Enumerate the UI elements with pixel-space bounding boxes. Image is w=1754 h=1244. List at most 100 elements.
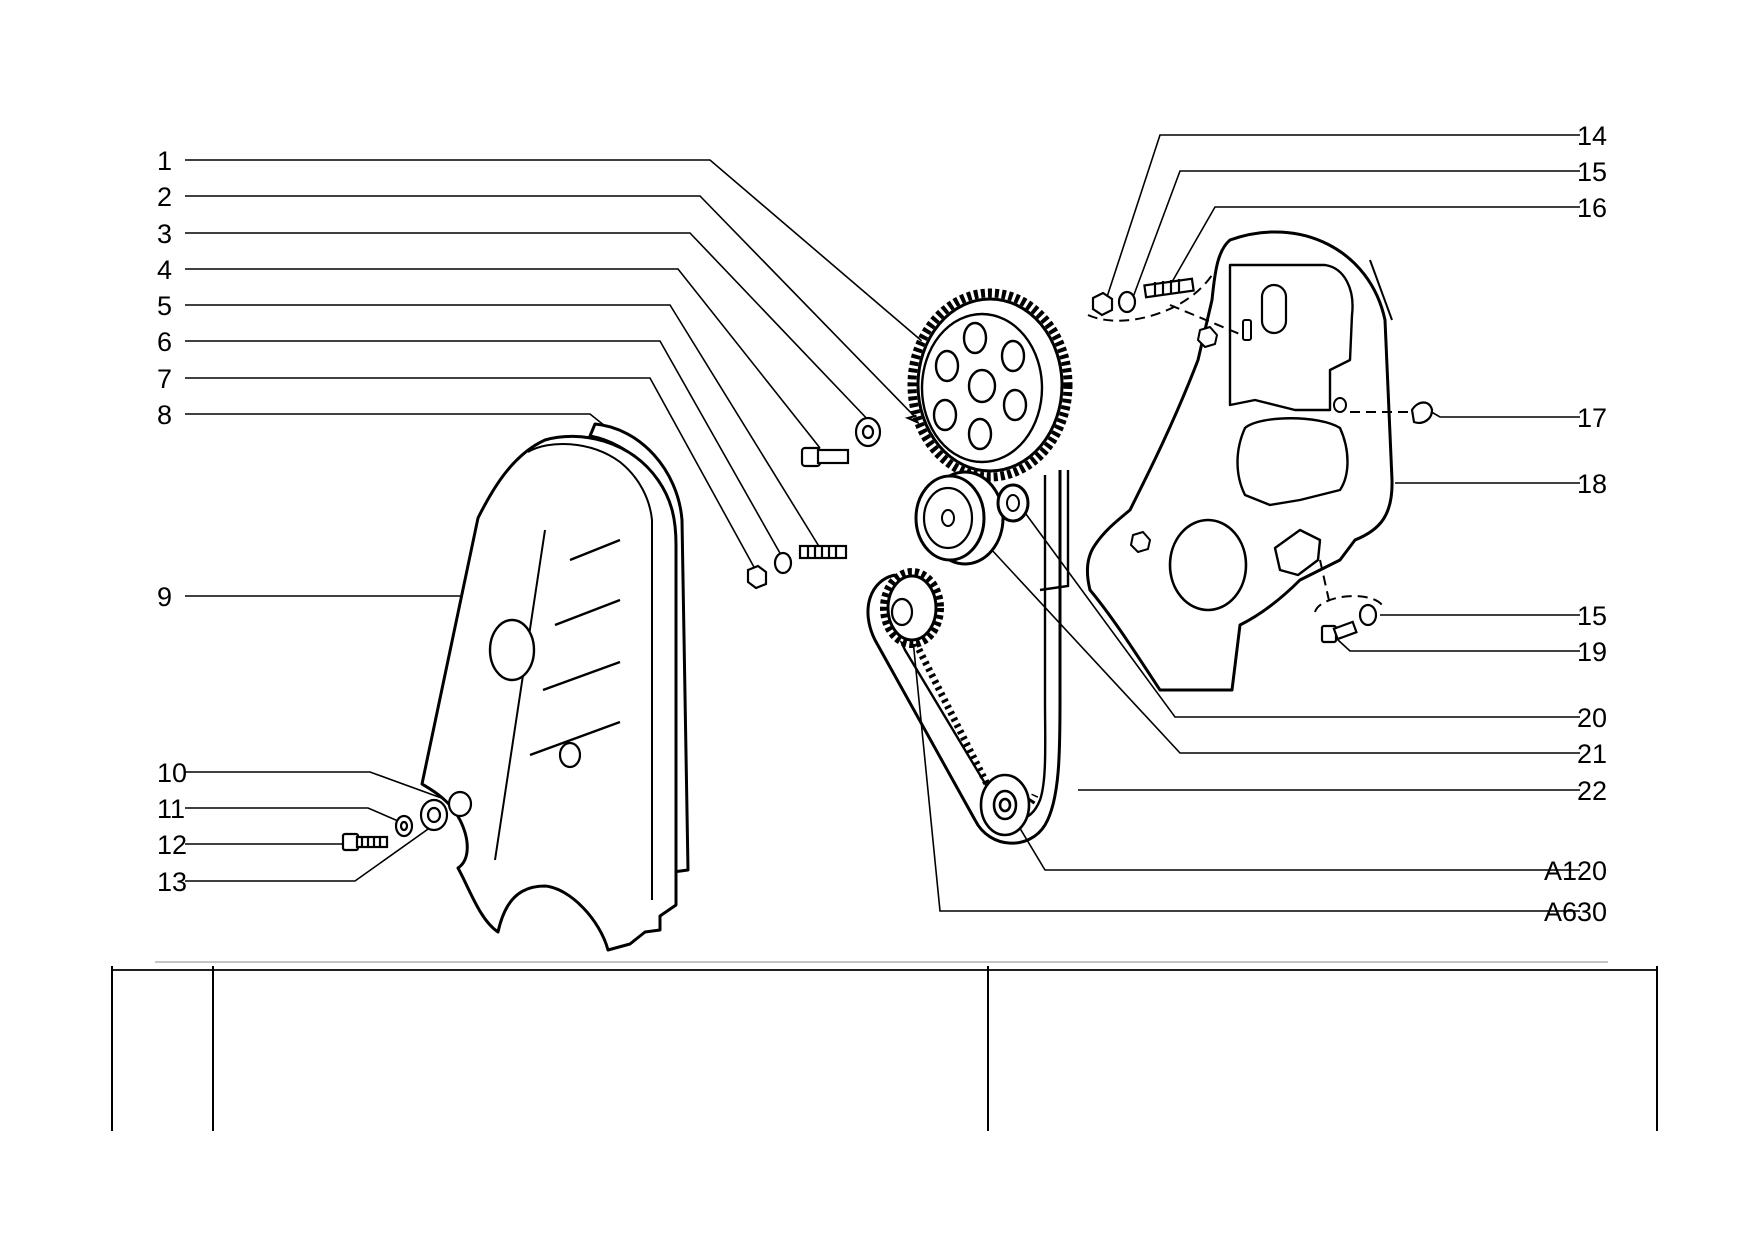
callout-label-18: 18	[1577, 469, 1607, 499]
cover-body	[420, 434, 678, 952]
callout-label-20: 20	[1577, 703, 1607, 733]
leader-line-4	[185, 268, 821, 449]
guide-arc-bottom	[1314, 595, 1383, 613]
pulley-hole-5	[932, 398, 958, 432]
rear-timing-cover	[1086, 230, 1394, 692]
lower-sprocket-bore	[998, 797, 1012, 813]
leader-line-15-top	[1131, 170, 1580, 301]
left-callout-labels: 1 2 3 4 5 6 7 8 9 10 11 12 13	[157, 146, 187, 897]
callout-label-A630: A630	[1544, 897, 1607, 927]
bolt-19	[1320, 620, 1358, 644]
leader-line-17	[1427, 409, 1580, 418]
callout-label-1: 1	[157, 146, 172, 176]
guide-line-14-16	[1169, 304, 1243, 336]
leader-line-1	[185, 159, 931, 349]
crank-sprocket	[880, 568, 944, 648]
pulley-hole-6	[934, 349, 960, 383]
callout-label-21: 21	[1577, 739, 1607, 769]
leader-line-14	[1105, 134, 1580, 301]
cover-rib-3	[542, 660, 621, 692]
cover-access-plug	[488, 618, 536, 682]
callout-label-2: 2	[157, 182, 172, 212]
rear-cover-upper-plate	[1228, 263, 1354, 412]
stud-5	[798, 544, 848, 560]
cover-rib-1	[569, 538, 621, 562]
rear-cover-slot	[1260, 283, 1288, 335]
callout-label-19: 19	[1577, 637, 1607, 667]
callout-label-6: 6	[157, 327, 172, 357]
leader-line-5	[185, 304, 821, 549]
footer-table	[111, 961, 1658, 1131]
leader-line-16	[1171, 206, 1580, 283]
washer-3-hole	[861, 424, 875, 440]
pulley-hub	[967, 368, 997, 404]
callout-label-13: 13	[157, 867, 187, 897]
leader-line-A630	[911, 629, 1580, 912]
rear-cover-nut-top	[1197, 326, 1218, 348]
camshaft-pulley	[907, 288, 1073, 482]
callout-label-17: 17	[1577, 403, 1607, 433]
callout-label-7: 7	[157, 364, 172, 394]
tensioner-bracket	[1273, 528, 1322, 577]
callout-label-22: 22	[1577, 776, 1607, 806]
timing-belt-teeth	[896, 610, 1039, 815]
callout-label-9: 9	[157, 582, 172, 612]
callout-label-A120: A120	[1544, 856, 1607, 886]
bolt-12	[341, 832, 389, 852]
pulley-fasteners	[746, 410, 934, 590]
rear-cover-window	[1236, 417, 1349, 507]
leader-line-A120	[1014, 819, 1580, 871]
washer-15-bottom	[1358, 603, 1378, 627]
lower-sprocket	[979, 773, 1031, 837]
washer-6	[773, 551, 793, 575]
callout-label-15-top: 15	[1577, 157, 1607, 187]
leader-line-13	[185, 821, 439, 882]
bushing-10	[447, 790, 473, 818]
leader-line-2	[185, 195, 919, 421]
leader-line-3	[185, 232, 873, 425]
rear-cover-nut-left	[1130, 531, 1151, 553]
leader-line-6	[185, 340, 786, 563]
callout-label-12: 12	[157, 830, 187, 860]
pulley-hole-3	[1002, 388, 1028, 422]
cover-rib-2	[554, 598, 621, 627]
pulley-hole-2	[1000, 339, 1026, 373]
leader-lines	[185, 134, 1580, 912]
guide-line-19	[1319, 559, 1331, 606]
bolt-4	[800, 446, 850, 468]
rear-cover-crank-opening	[1168, 518, 1248, 612]
pulley-hole-4	[967, 417, 993, 451]
nut-7	[746, 564, 768, 590]
cover-fasteners	[341, 790, 473, 852]
assembly-guides	[1087, 274, 1408, 613]
callout-label-14: 14	[1577, 121, 1607, 151]
callout-label-4: 4	[157, 255, 172, 285]
washer-11-hole	[399, 820, 409, 832]
callout-label-5: 5	[157, 291, 172, 321]
rear-cover-hole-17	[1333, 397, 1347, 413]
leader-line-20	[1022, 509, 1580, 718]
callout-label-8: 8	[157, 400, 172, 430]
pulley-hole-1	[962, 321, 988, 355]
leader-line-19	[1337, 639, 1580, 652]
front-timing-cover	[420, 422, 690, 952]
plug-17	[1410, 401, 1434, 424]
tensioner-assembly	[914, 470, 1030, 566]
callout-label-3: 3	[157, 219, 172, 249]
stud-16	[1143, 277, 1195, 299]
timing-belt-flat	[1039, 470, 1070, 592]
guide-arc-top	[1087, 274, 1213, 322]
cover-rib-4	[529, 720, 621, 757]
grommet-13-inner	[426, 806, 442, 824]
rear-cover-small-slot	[1242, 319, 1252, 341]
tensioner-hub	[941, 509, 955, 527]
leader-line-8	[185, 413, 606, 427]
leader-line-7	[185, 377, 761, 579]
crank-sprocket-hub	[890, 597, 914, 627]
washer-15-top	[1117, 290, 1137, 314]
nut-14	[1091, 291, 1114, 317]
leader-line-11	[185, 807, 406, 825]
rear-cover-fasteners	[1091, 277, 1434, 644]
